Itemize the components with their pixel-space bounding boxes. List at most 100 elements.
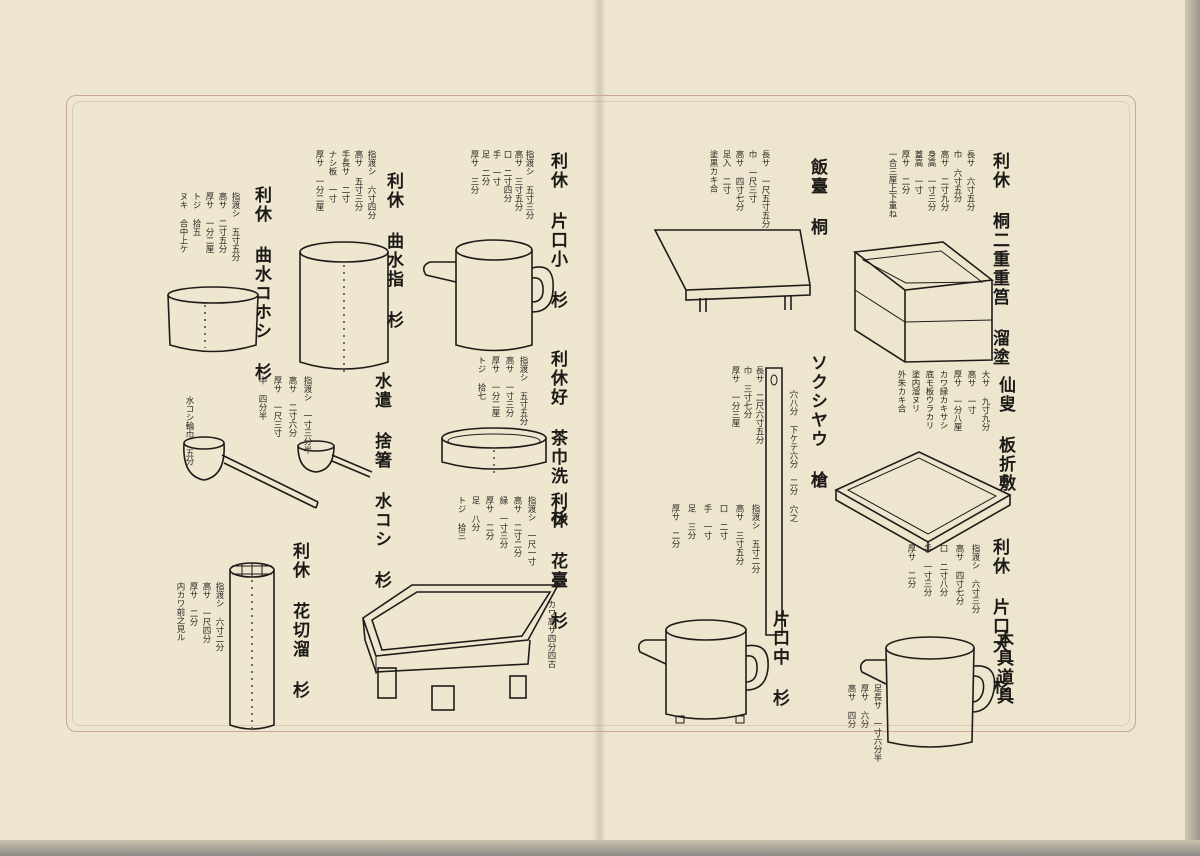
chakin-arai-drawing [441, 427, 547, 474]
note-line: 手 一寸 [702, 504, 712, 540]
note-line: 厚サ 二分 [188, 582, 198, 626]
book-spread [0, 0, 1185, 840]
label-sokushau-yari: ソクシヤウ 槍 [807, 354, 827, 490]
note-line: ナシ板 一寸 [327, 150, 337, 203]
note-line: 高サ 五寸三分 [353, 150, 363, 211]
note-line: 足 八分 [470, 496, 480, 532]
note-line: 高サ 二寸五分 [217, 192, 227, 253]
notes-meshidai: 長サ 一尺五寸五分 巾 一尺三寸 高サ 四寸七分 足入 二寸 塗黒カキ合 [700, 150, 770, 230]
note-line: 長サ 一尺五寸五分 [760, 150, 770, 228]
meshidai-drawing [653, 229, 811, 312]
note-line: 高サ 一寸 [966, 370, 976, 414]
note-line: 足 三分 [686, 504, 696, 540]
note-line: 高サ 二寸六分 [287, 376, 297, 437]
notes-kataguchi-chu: 指渡シ 五寸二分 高サ 三寸五分 口 二寸 手 一寸 足 三分 厚サ 二分 [630, 504, 760, 594]
label-mokugu-dougu: 木具道具 [993, 630, 1013, 706]
hanakiri-tame-drawing [229, 562, 275, 730]
note-line: 足入 二寸 [721, 150, 731, 194]
note-line: 口 二寸八分 [938, 544, 948, 597]
notes-hanadai: 指渡シ 一尺一寸 高サ 二寸二分 縁 一寸三分 厚サ 二分 足 八分 トジ 拾三 [400, 496, 536, 580]
note-sokushau-ana: 穴八分 下ケテ六分 二分 穴之 [788, 390, 798, 522]
note-line: 巾 三寸七分 [742, 366, 752, 419]
note-line: 長サ 二尺六寸五分 [754, 366, 764, 444]
note-line: 塗内溜ヌリ [910, 370, 920, 413]
left-page [0, 0, 598, 840]
label-rikyu-mage-mizukoboshi: 利休 曲水コホシ 杉 [251, 186, 271, 382]
note-line: 手 一寸三分 [922, 544, 932, 597]
note-line: 厚サ 一分八厘 [952, 370, 962, 431]
note-line: 高サ 四寸七分 [734, 150, 744, 211]
note-line: 縁 一寸三分 [498, 496, 508, 549]
note-line: カワ縁カキサシ [938, 370, 948, 430]
notes-mizusashi: 指渡シ 六寸四分 高サ 五寸三分 手長サ 二寸 ナシ板 一寸 厚サ 一分二厘 [276, 150, 376, 240]
note-line: 高サ 四分 [846, 684, 856, 728]
note-line: 指渡シ 五寸五分 [518, 356, 528, 426]
note-line: 塗黒カキ合 [708, 150, 718, 193]
label-rikyu-magemizusashi: 利休 曲水指 杉 [383, 172, 403, 330]
note-line: 蓋高 一寸 [913, 150, 923, 194]
note-line: 巾 一尺三寸 [747, 150, 757, 203]
notes-sokushau: 長サ 二尺六寸五分 巾 三寸七分 厚サ 一分三厘 [730, 366, 764, 466]
note-line: 底モ板ウラカリ [924, 370, 934, 430]
note-line: 口 二寸四分 [502, 150, 512, 203]
label-rikyu-chakin-arai: 利休好 茶巾洗 杉 [547, 350, 567, 527]
note-line: 厚サ 一分三厘 [730, 366, 740, 427]
note-line: 厚サ 一分二厘 [204, 192, 214, 253]
label-rikyu-hanadai: 利休 花臺 杉 [547, 492, 567, 631]
note-line: 一合三厘上下重ね [887, 150, 897, 218]
book-gutter [592, 0, 606, 840]
notes-kataguchi-o: 指渡シ 六寸三分 高サ 四寸七分 口 二寸八分 手 一寸三分 厚サ 二分 [850, 544, 980, 634]
notes-hishaku: 指渡シ 一寸三分半 高サ 二寸六分 厚サ 一尺三寸 中 四分半 [232, 376, 312, 456]
note-line: 指渡シ 六寸三分 [970, 544, 980, 614]
note-line: 厚サ 三分 [469, 150, 479, 194]
note-line: 指渡シ 六寸四分 [366, 150, 376, 220]
note-line: 足長サ 一寸六分半 [872, 684, 882, 762]
note-line: 中 四分半 [257, 376, 267, 420]
sokushau-drawing [765, 367, 783, 636]
note-line: 厚サ 二分 [906, 544, 916, 588]
page-stack-edge [1185, 0, 1200, 856]
notes-itaorishiki: 大サ 九寸九分 高サ 一寸 厚サ 一分八厘 カワ縁カキサシ 底モ板ウラカリ 塗内… [854, 370, 990, 456]
label-rikyu-kataguchi-ko-sugi: 利休 片口小 杉 [547, 152, 567, 310]
note-line: 厚サ 六分 [859, 684, 869, 728]
note-line: 指渡シ 一尺一寸 [526, 496, 536, 566]
printed-border [66, 95, 1136, 732]
note-line: 高サ 二寸二分 [512, 496, 522, 557]
mizusashi-drawing [299, 241, 389, 372]
note-line: 巾 六寸五分 [952, 150, 962, 203]
label-sensou-itaorishiki: 仙叟 板折敷 [995, 376, 1015, 493]
notes-ashi: 足長サ 一寸六分半 厚サ 六分 高サ 四分 [838, 684, 882, 762]
notes-hanakiri-tame: 指渡シ 六寸二分 高サ 一尺四分 厚サ 二分 内カワ前之見ル [172, 582, 224, 682]
note-line: 高サ 一尺四分 [201, 582, 211, 643]
label-rikyu-hanakiri-tame: 利休 花切溜 杉 [289, 542, 309, 700]
note-line: 内カワ前之見ル [175, 582, 185, 642]
note-line: 厚サ 二分 [484, 496, 494, 540]
label-meshidai-kiri: 飯臺 桐 [807, 158, 827, 237]
note-line: ヌキ 合中上ケ [178, 192, 188, 253]
note-line: 指渡シ 六寸二分 [214, 582, 224, 652]
kataguchi-mid-drawing [638, 619, 769, 724]
note-line: 指渡シ 五寸三分 [524, 150, 534, 220]
note-hanadai-kawa: カワ高サ四分四古 [546, 600, 556, 668]
note-line: 口 二寸 [718, 504, 728, 540]
note-line: トジ 拾五 [191, 192, 201, 236]
mizukoboshi-drawing [167, 286, 259, 353]
note-line: 高サ 三寸五分 [734, 504, 744, 565]
note-line: 大サ 九寸九分 [980, 370, 990, 431]
printed-inner-border [72, 101, 1130, 726]
note-line: トジ 拾七 [476, 356, 486, 400]
note-line: 厚サ 一分二厘 [490, 356, 500, 417]
note-line: 長サ 六寸五分 [965, 150, 975, 211]
note-line: 身高 一寸三分 [926, 150, 936, 211]
label-rikyu-kiri-nijuju: 利休 桐二重重筥 溜塗 [989, 152, 1009, 367]
kataguchi-small-drawing [422, 239, 554, 352]
hishaku-drawings [183, 436, 373, 509]
label-kataguchi-chu-sugi: 片口中 杉 [769, 610, 789, 708]
note-line: 高サ 四寸七分 [954, 544, 964, 605]
note-mizukoshi: 水コシ輪巾 五分 [184, 396, 194, 466]
label-rikyu-kataguchi-o-sugi: 利休 片口大 杉 [989, 538, 1009, 696]
note-line: 手長サ 二寸 [340, 150, 350, 203]
notes-chakin-arai: 指渡シ 五寸五分 高サ 一寸三分 厚サ 一分二厘 トジ 拾七 [458, 356, 528, 432]
note-line: 指渡シ 五寸五分 [230, 192, 240, 262]
note-line: 高サ 一寸三分 [504, 356, 514, 417]
